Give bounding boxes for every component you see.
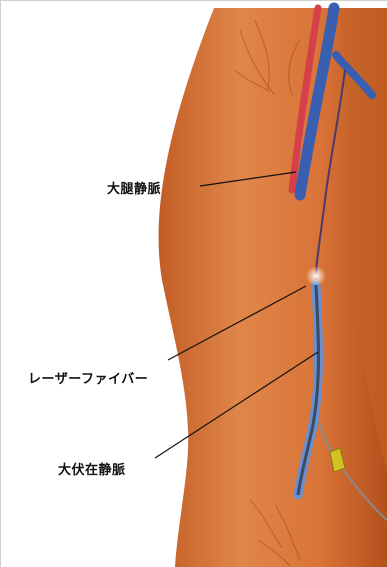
laser-glow	[306, 266, 326, 286]
label-small-saphenous-vein: 大伏在静脈	[58, 459, 126, 478]
label-great-saphenous-vein: 大腿静脈	[107, 178, 161, 197]
label-laser-fiber: レーザーファイバー	[28, 368, 148, 387]
